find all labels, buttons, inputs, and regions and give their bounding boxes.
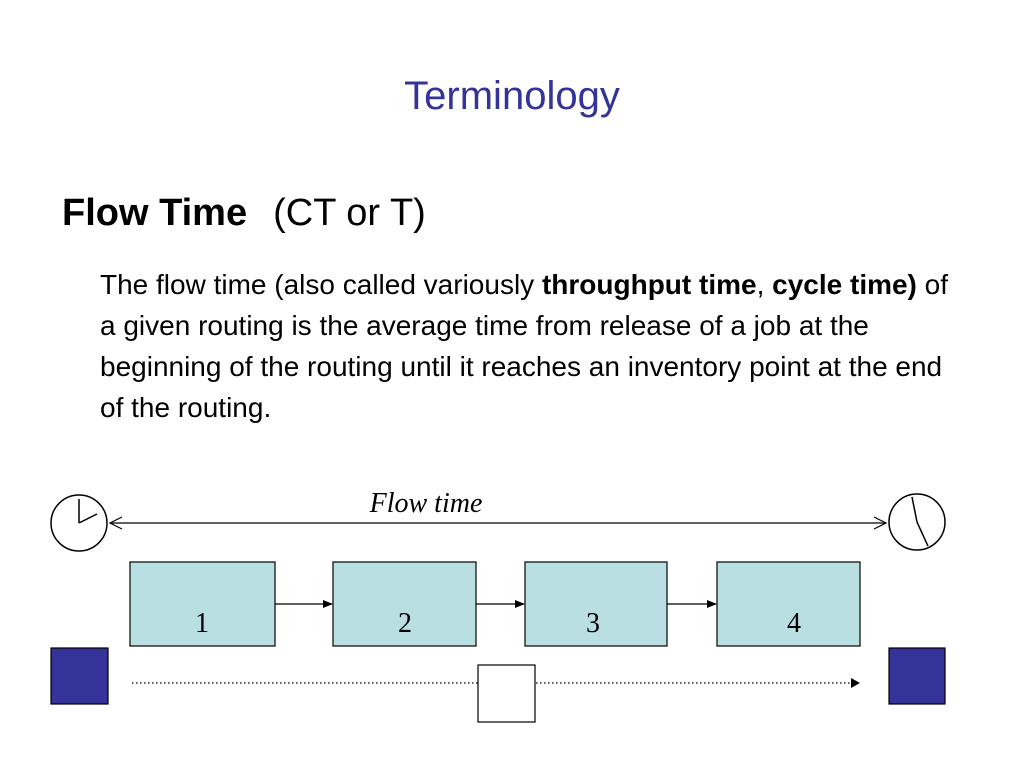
- job-square-icon: [50, 647, 109, 705]
- flow-time-label: Flow time: [369, 488, 483, 519]
- section-heading: Flow Time (CT or T): [62, 190, 426, 236]
- station-label: 4: [787, 608, 801, 639]
- station-label: 1: [195, 608, 209, 639]
- job-path-arrowhead: [851, 678, 860, 688]
- inventory-box-icon: [477, 664, 536, 723]
- slide-title: Terminology: [404, 74, 620, 118]
- definition-part-1: The flow time (also called variously: [100, 269, 542, 300]
- job-square-icon: [888, 647, 946, 705]
- definition-bold-cycle: cycle time): [772, 269, 917, 300]
- station-label: 3: [586, 608, 600, 639]
- station-label: 2: [398, 608, 412, 639]
- start-clock-icon: [50, 494, 108, 552]
- station-box: 2: [332, 561, 477, 647]
- definition-bold-throughput: throughput time: [541, 269, 757, 300]
- definition-paragraph: The flow time (also called variously thr…: [100, 264, 950, 428]
- station-box: 4: [716, 561, 861, 647]
- definition-part-2: ,: [756, 269, 773, 300]
- heading-term: Flow Time: [62, 192, 248, 234]
- end-clock-icon: [888, 493, 946, 551]
- station-box: 1: [129, 561, 276, 647]
- heading-abbreviation: (CT or T): [273, 192, 426, 234]
- flow-time-arrow: [108, 516, 888, 530]
- definition-part-3: of a given routing is the average time f…: [100, 269, 949, 423]
- station-box: 3: [524, 561, 668, 647]
